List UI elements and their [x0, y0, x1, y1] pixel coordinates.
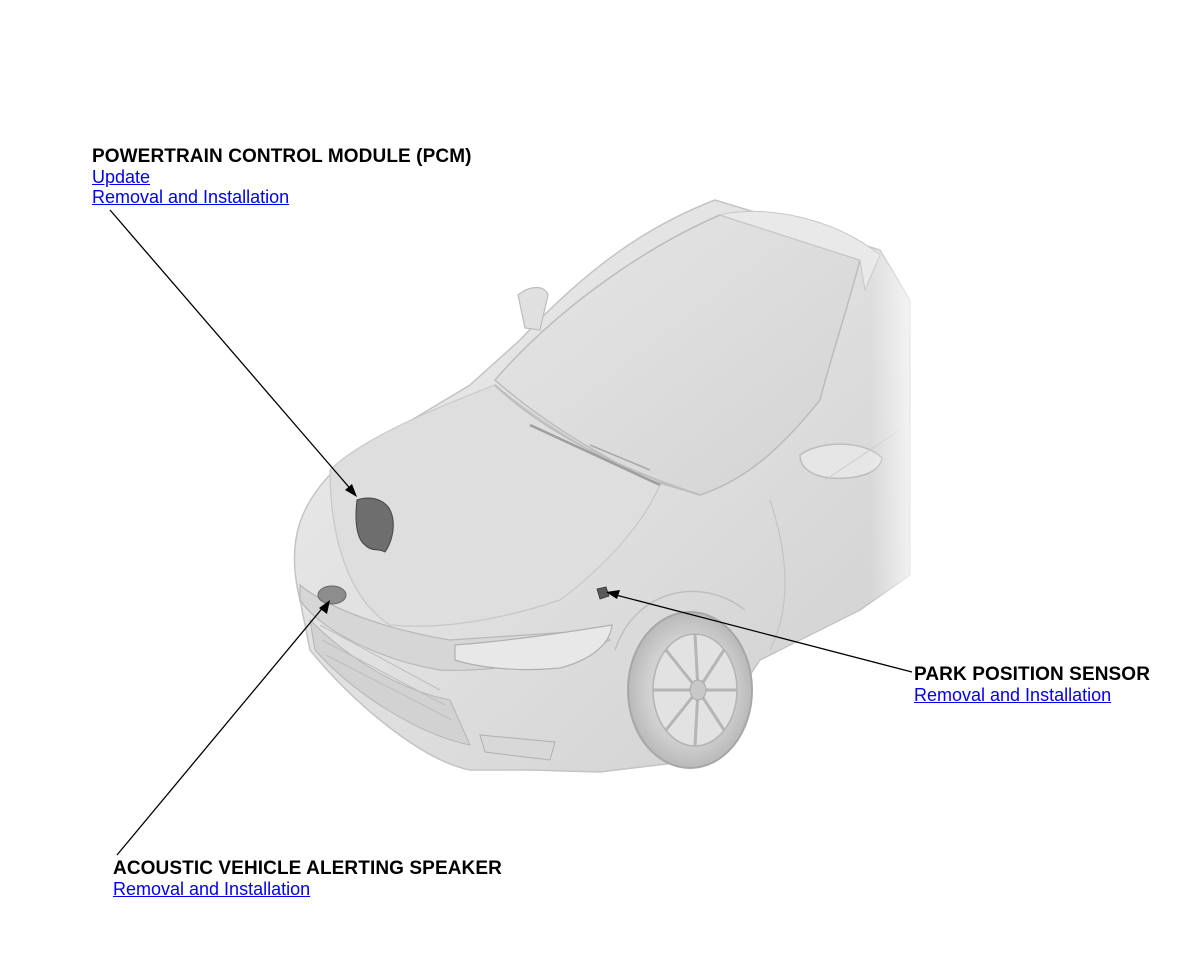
callout-park-position-sensor: PARK POSITION SENSOR Removal and Install…: [914, 664, 1151, 706]
pcm-title: POWERTRAIN CONTROL MODULE (PCM): [92, 146, 472, 167]
pcm-component: [355, 497, 394, 553]
callout-pcm: POWERTRAIN CONTROL MODULE (PCM) Update R…: [92, 146, 472, 208]
leader-line-park-position-sensor: [606, 590, 913, 673]
avas-speaker-removal-installation-link[interactable]: Removal and Installation: [113, 879, 311, 899]
car-body: [293, 180, 930, 773]
pcm-update-link[interactable]: Update: [92, 167, 151, 187]
pcm-removal-installation-link[interactable]: Removal and Installation: [92, 187, 290, 207]
leader-line-avas-speaker: [116, 600, 330, 856]
callout-avas-speaker: ACOUSTIC VEHICLE ALERTING SPEAKER Remova…: [113, 858, 502, 900]
park-position-sensor-removal-installation-link[interactable]: Removal and Installation: [914, 685, 1112, 705]
front-wheel: [627, 611, 753, 769]
park-position-sensor-title: PARK POSITION SENSOR: [914, 664, 1151, 685]
avas-speaker-title: ACOUSTIC VEHICLE ALERTING SPEAKER: [113, 858, 502, 879]
park-position-sensor-component: [596, 586, 610, 600]
leader-line-pcm: [109, 209, 357, 497]
